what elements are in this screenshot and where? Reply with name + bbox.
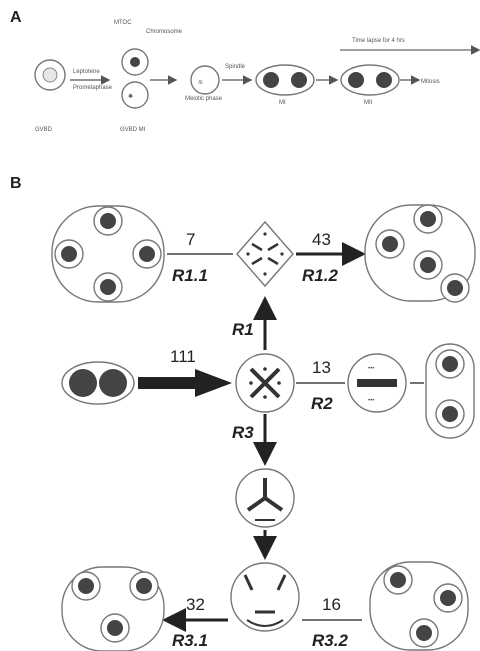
- route-r1: R1: [232, 320, 254, 339]
- four-cell-cluster: [51, 205, 165, 303]
- label-mitosis: Mitosis: [421, 79, 440, 85]
- route-r3-2: R3.2: [312, 631, 348, 650]
- label-mi: MI: [279, 100, 286, 106]
- svg-text:•••: •••: [368, 366, 374, 372]
- tripolar-cell: [235, 468, 295, 528]
- arrow-main: [138, 369, 232, 397]
- route-r3: R3: [232, 423, 254, 442]
- mii-pair: [340, 64, 400, 96]
- meiotic-cell-glyph: ✱: [128, 93, 133, 100]
- panel-a-diagram: ✱ ≋ MTOC Chromosome Leptotene Prometapha…: [34, 20, 480, 133]
- panel-b-letter: B: [10, 175, 22, 192]
- two-cell-vertical: [425, 343, 475, 439]
- route-r1-2: R1.2: [302, 266, 338, 285]
- label-prometaphase: Prometaphase: [73, 85, 113, 91]
- spindle-glyph: ≋: [198, 80, 203, 86]
- mi-pair: [255, 64, 315, 96]
- label-gvbd-mi: GVBD MI: [120, 127, 146, 133]
- label-time-lapse: Time lapse for 4 hrs: [352, 38, 405, 44]
- three-cell-cluster-bottom-left: [61, 566, 165, 651]
- panel-a-letter: A: [10, 9, 22, 26]
- prometaphase-nucleus: [130, 57, 140, 67]
- label-meiotic-phase: Meiotic phase: [185, 96, 223, 102]
- bipolar-spindle-cell: ••• •••: [347, 353, 407, 413]
- three-cell-cluster-top: [364, 204, 476, 303]
- svg-text:•••: •••: [368, 398, 374, 404]
- count-r3-2: 16: [322, 595, 341, 614]
- route-r3-1: R3.1: [172, 631, 208, 650]
- central-cell: [235, 353, 295, 413]
- tetra-spindle-cell: [236, 220, 294, 288]
- count-r1-1: 7: [186, 230, 195, 249]
- route-r2: R2: [311, 394, 333, 413]
- label-mii: MII: [364, 100, 373, 106]
- lower-tripolar-cell: [230, 562, 300, 632]
- spindle-cell: [190, 65, 220, 95]
- gv-nucleus: [42, 67, 58, 83]
- label-mtoc: MTOC: [114, 20, 132, 26]
- count-r2: 13: [312, 358, 331, 377]
- double-nucleus-cell: [61, 361, 135, 405]
- route-r1-1: R1.1: [172, 266, 208, 285]
- label-leptotene: Leptotene: [73, 69, 100, 75]
- label-gv: GVBD: [35, 127, 53, 133]
- three-cell-cluster-bottom-right: [369, 561, 469, 651]
- count-r3-1: 32: [186, 595, 205, 614]
- count-r1-2: 43: [312, 230, 331, 249]
- count-main: 111: [170, 347, 196, 366]
- label-spindle: Spindle: [225, 64, 246, 70]
- meiotic-cell: [121, 81, 149, 109]
- label-chromosome: Chromosome: [146, 29, 183, 35]
